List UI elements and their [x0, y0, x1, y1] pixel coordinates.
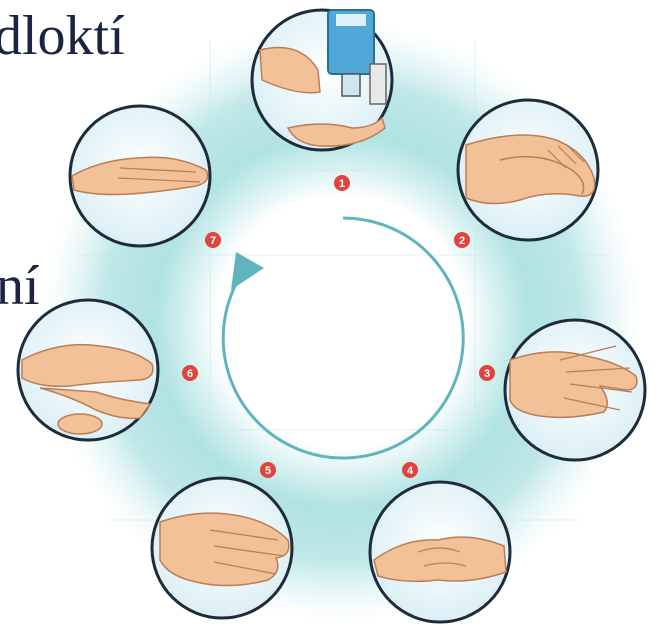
step-number-label: 1 — [339, 178, 345, 190]
step-number-badge: 1 — [334, 175, 350, 191]
step-number-label: 5 — [265, 465, 271, 477]
step-5-disc — [152, 478, 292, 618]
step-number-badge: 3 — [479, 365, 495, 381]
step-number-badge: 6 — [182, 365, 198, 381]
step-7-disc — [70, 106, 210, 246]
step-number-badge: 7 — [205, 232, 221, 248]
step-number-badge: 5 — [260, 462, 276, 478]
step-2-disc — [458, 100, 598, 240]
step-number-label: 7 — [210, 235, 216, 247]
step-1-disc — [252, 10, 392, 150]
step-number-label: 2 — [459, 235, 465, 247]
step-number-label: 6 — [187, 368, 193, 380]
step-number-badge: 2 — [454, 232, 470, 248]
step-3-disc — [505, 320, 645, 460]
step-4-disc — [370, 482, 510, 622]
step-number-label: 3 — [484, 368, 490, 380]
step-number-label: 4 — [407, 465, 414, 477]
step-6-disc — [18, 300, 158, 440]
step-number-badge: 4 — [402, 462, 418, 478]
